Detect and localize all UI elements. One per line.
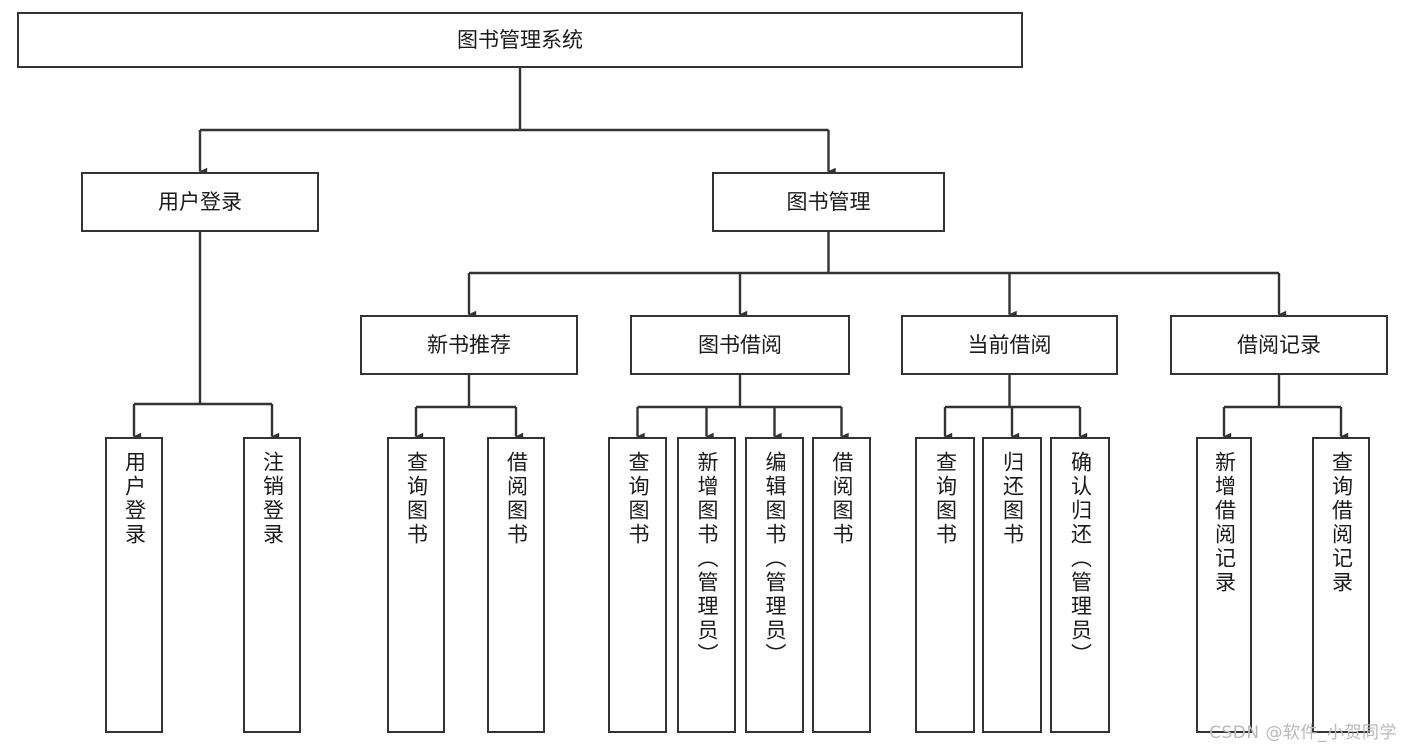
- csdn-watermark: CSDN @软件_小贺同学: [1209, 723, 1397, 743]
- node-label: 查询图书: [933, 451, 958, 547]
- node-records[interactable]: 借阅记录: [1170, 315, 1388, 375]
- node-leaf-borrow-4[interactable]: 借阅图书: [812, 437, 871, 733]
- node-label: 查询借阅记录: [1329, 451, 1354, 595]
- node-label: 新增图书（管理员）: [695, 451, 719, 667]
- node-label: 借阅图书: [504, 451, 529, 547]
- node-root[interactable]: 图书管理系统: [17, 12, 1023, 68]
- node-label: 查询图书: [404, 451, 429, 547]
- node-leaf-rec-2[interactable]: 查询借阅记录: [1312, 437, 1370, 733]
- node-current[interactable]: 当前借阅: [901, 315, 1118, 375]
- node-newbook[interactable]: 新书推荐: [360, 315, 578, 375]
- node-label: 图书借阅: [698, 332, 782, 357]
- node-leaf-login-2[interactable]: 注销登录: [243, 437, 301, 733]
- node-label: 用户登录: [158, 189, 242, 214]
- node-label: 新书推荐: [427, 332, 511, 357]
- node-label: 确认归还（管理员）: [1068, 451, 1093, 667]
- connector-edges: [132, 68, 1349, 441]
- node-leaf-rec-1[interactable]: 新增借阅记录: [1196, 437, 1252, 733]
- node-login[interactable]: 用户登录: [81, 172, 319, 232]
- node-leaf-cur-2[interactable]: 归还图书: [982, 437, 1042, 733]
- node-leaf-borrow-2[interactable]: 新增图书（管理员）: [677, 437, 736, 733]
- node-leaf-cur-1[interactable]: 查询图书: [915, 437, 975, 733]
- node-label: 用户登录: [122, 451, 147, 547]
- node-borrow[interactable]: 图书借阅: [630, 315, 850, 375]
- node-leaf-borrow-1[interactable]: 查询图书: [608, 437, 667, 733]
- node-label: 归还图书: [1000, 451, 1025, 547]
- node-label: 新增借阅记录: [1212, 451, 1237, 595]
- node-leaf-borrow-3[interactable]: 编辑图书（管理员）: [745, 437, 804, 733]
- node-label: 查询图书: [626, 451, 650, 547]
- node-label: 图书管理系统: [457, 27, 583, 52]
- node-label: 借阅图书: [830, 451, 854, 547]
- node-label: 注销登录: [260, 451, 285, 547]
- node-label: 图书管理: [786, 189, 871, 214]
- node-leaf-cur-3[interactable]: 确认归还（管理员）: [1050, 437, 1110, 733]
- node-leaf-new-2[interactable]: 借阅图书: [487, 437, 545, 733]
- node-label: 编辑图书（管理员）: [763, 451, 787, 667]
- node-label: 当前借阅: [967, 332, 1052, 357]
- node-leaf-login-1[interactable]: 用户登录: [105, 437, 163, 733]
- node-label: 借阅记录: [1237, 332, 1321, 357]
- node-bookmgmt[interactable]: 图书管理: [712, 172, 945, 232]
- node-leaf-new-1[interactable]: 查询图书: [387, 437, 445, 733]
